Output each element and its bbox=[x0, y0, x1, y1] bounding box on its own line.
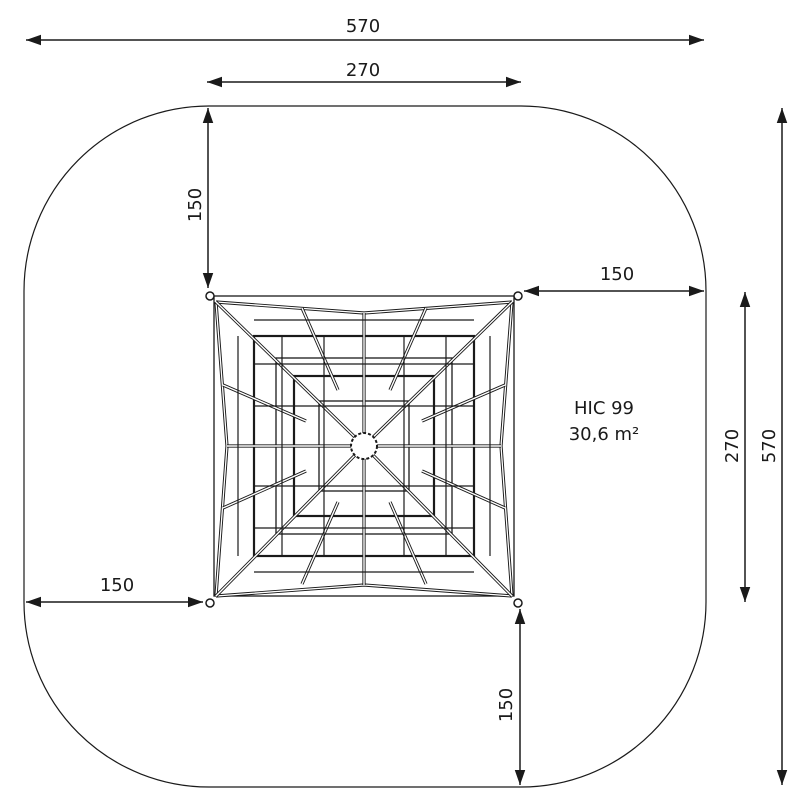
dimension-label: 150 bbox=[496, 688, 517, 722]
frame-rect bbox=[213, 295, 515, 597]
net-edge bbox=[215, 300, 513, 315]
diagonal-rope-core bbox=[363, 445, 513, 597]
side-rope-core bbox=[389, 501, 427, 585]
dimension-left-clearance: 150 bbox=[26, 575, 203, 608]
anchor-post bbox=[513, 598, 523, 608]
net-edge-core bbox=[215, 301, 513, 314]
safety-area-outline bbox=[23, 105, 707, 788]
area-label: 30,6 m² bbox=[569, 424, 640, 445]
side-rope-core bbox=[222, 384, 307, 422]
dimension-right-clearance: 150 bbox=[524, 264, 704, 297]
net-edge bbox=[214, 301, 229, 597]
diagonal-rope-core bbox=[363, 301, 513, 447]
center-hub bbox=[350, 432, 378, 460]
dimension-label: 270 bbox=[346, 60, 380, 81]
climbing-net-pyramid bbox=[205, 291, 523, 608]
diagonal-rope-core bbox=[215, 445, 365, 597]
anchor-post bbox=[513, 291, 523, 301]
side-rope-core bbox=[421, 384, 506, 422]
anchor-post bbox=[205, 598, 215, 608]
dimension-overall-depth: 570 bbox=[759, 108, 788, 785]
anchor-post bbox=[205, 291, 215, 301]
dimension-label: 570 bbox=[759, 429, 780, 463]
side-rope-core bbox=[301, 307, 339, 391]
dimension-label: 150 bbox=[185, 188, 206, 222]
dimension-overall-width: 570 bbox=[26, 16, 704, 46]
dimension-bottom-clearance: 150 bbox=[496, 609, 526, 785]
diagonal-rope-core bbox=[215, 301, 365, 447]
dimension-equipment-depth: 270 bbox=[722, 292, 751, 602]
net-edge bbox=[215, 583, 513, 598]
net-edge bbox=[499, 301, 514, 597]
dimension-label: 270 bbox=[722, 429, 743, 463]
dimension-label: 150 bbox=[600, 264, 634, 285]
side-rope-core bbox=[222, 470, 307, 509]
side-rope-core bbox=[301, 501, 339, 585]
net-edge-core bbox=[215, 584, 513, 597]
dimension-label: 150 bbox=[100, 575, 134, 596]
dimension-label: 570 bbox=[346, 16, 380, 37]
side-rope-core bbox=[389, 307, 427, 391]
dimension-top-clearance: 150 bbox=[185, 108, 214, 288]
side-rope-core bbox=[421, 470, 506, 509]
dimension-equipment-width: 270 bbox=[207, 60, 521, 88]
hic-label: HIC 99 bbox=[574, 398, 634, 419]
